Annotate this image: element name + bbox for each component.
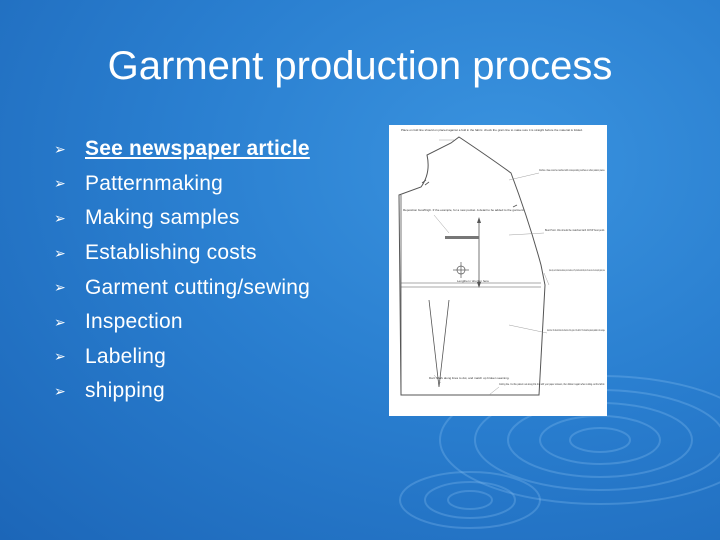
arrow-bullet-icon: ➢ bbox=[54, 279, 66, 296]
list-item: ➢ Making samples bbox=[54, 201, 310, 236]
notch bbox=[512, 204, 518, 208]
arrow-bullet-icon: ➢ bbox=[54, 140, 66, 157]
arrow-bullet-icon: ➢ bbox=[54, 313, 66, 330]
pocket-placement bbox=[445, 236, 479, 239]
bullet-label: Inspection bbox=[85, 310, 183, 334]
lengthen-note: Lengthen / shorten here bbox=[457, 279, 489, 283]
list-item: ➢ Patternmaking bbox=[54, 167, 310, 202]
bullet-label: Making samples bbox=[85, 206, 240, 230]
notches-note: Notches. these must be matched with corr… bbox=[539, 168, 605, 172]
bust-note: Bust Point. this should be matched with … bbox=[545, 228, 605, 232]
arrow-bullet-icon: ➢ bbox=[54, 209, 66, 226]
seam-note: Square drop, used to indicate where allo… bbox=[549, 268, 605, 272]
grain-note: Grain line: this should show the directi… bbox=[547, 328, 605, 332]
dart-fold-note: Dart: Mark along lines to dot, and match… bbox=[429, 376, 510, 380]
list-item: ➢ Establishing costs bbox=[54, 236, 310, 271]
fold-note: Place on fold line should on placed agai… bbox=[401, 128, 583, 132]
cutting-note: Cutting line. Cut the pattern out along … bbox=[499, 382, 605, 386]
bullet-label: Establishing costs bbox=[85, 241, 257, 265]
list-item: ➢ Garment cutting/sewing bbox=[54, 270, 310, 305]
bullet-label: Patternmaking bbox=[85, 171, 224, 195]
bullet-label: Labeling bbox=[85, 344, 167, 368]
pattern-outline bbox=[398, 136, 546, 396]
dart-note: Reposition bust/thigh. If the example, f… bbox=[403, 208, 524, 212]
notch bbox=[421, 179, 430, 186]
arrow-bullet-icon: ➢ bbox=[54, 175, 66, 192]
arrow-bullet-icon: ➢ bbox=[54, 382, 66, 399]
pattern-diagram-image: Place on fold line should on placed agai… bbox=[389, 125, 607, 416]
list-item: ➢ shipping bbox=[54, 374, 310, 409]
list-item: ➢ Labeling bbox=[54, 340, 310, 375]
arrow-bullet-icon: ➢ bbox=[54, 348, 66, 365]
waist-dart bbox=[428, 299, 450, 388]
slide-title: Garment production process bbox=[107, 44, 613, 88]
list-item: ➢ Inspection bbox=[54, 305, 310, 340]
arrow-bullet-icon: ➢ bbox=[54, 244, 66, 261]
bullet-label: Garment cutting/sewing bbox=[85, 275, 311, 299]
bullet-label: shipping bbox=[85, 379, 165, 403]
list-item[interactable]: ➢ See newspaper article bbox=[54, 132, 310, 167]
bullet-list: ➢ See newspaper article ➢ Patternmaking … bbox=[54, 132, 310, 409]
newspaper-article-link[interactable]: See newspaper article bbox=[85, 137, 310, 161]
pattern-piece-drawing: Place on fold line should on placed agai… bbox=[398, 128, 605, 396]
